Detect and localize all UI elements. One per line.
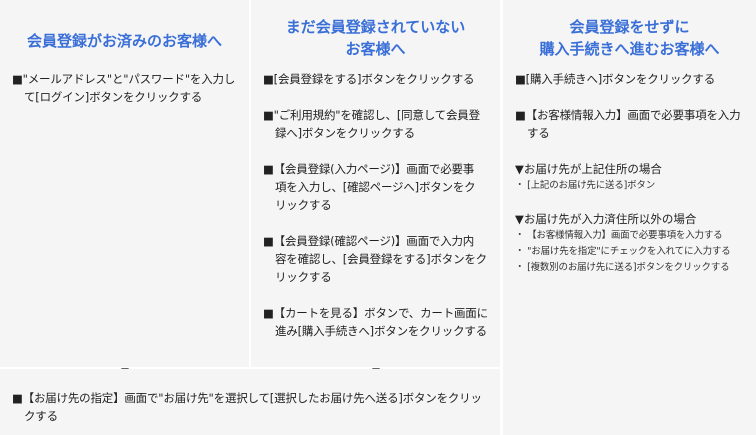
panel-not-registered: まだ会員登録されていない お客様へ ■[会員登録をする]ボタンをクリックする ■… bbox=[251, 0, 500, 367]
register-step-5: ■【カートを見る】ボタンで、カート画面に 進み[購入手続きへ]ボタンをクリックす… bbox=[263, 306, 488, 338]
register-step-3: ■【会員登録(入力ページ)】画面で必要事 項を入力し、[確認ページへ]ボタンをク… bbox=[263, 162, 476, 212]
case2-bullet-1: ・ 【お客様情報入力】画面で必要事項を入力する bbox=[515, 230, 723, 241]
panel-member: 会員登録がお済みのお客様へ ■"メールアドレス"と"パスワード"を入力し て[ロ… bbox=[0, 0, 249, 367]
guest-step-1: ■[購入手続きへ]ボタンをクリックする bbox=[515, 72, 716, 86]
register-step-2: ■"ご利用規約"を確認し、[同意して会員登 録へ]ボタンをクリックする bbox=[263, 108, 480, 140]
case1-heading: ▼お届け先が上記住所の場合 bbox=[515, 162, 662, 176]
case2-bullet-3: ・ [複数別のお届け先に送る]ボタンをクリックする bbox=[515, 262, 730, 273]
case2-heading: ▼お届け先が入力済住所以外の場合 bbox=[515, 212, 697, 226]
panel-member-title: 会員登録がお済みのお客様へ bbox=[26, 32, 222, 50]
member-step-1: ■"メールアドレス"と"パスワード"を入力し て[ログイン]ボタンをクリックする bbox=[12, 72, 236, 104]
panel-guest: 会員登録をせずに 購入手続きへ進むお客様へ ■[購入手続きへ]ボタンをクリックす… bbox=[503, 0, 756, 435]
panel-guest-title: 会員登録をせずに 購入手続きへ進むお客様へ bbox=[539, 18, 720, 58]
register-step-1: ■[会員登録をする]ボタンをクリックする bbox=[263, 72, 475, 86]
delivery-step: ■【お届け先の指定】画面で"お届け先"を選択して[選択したお届け先へ送る]ボタン… bbox=[12, 391, 482, 423]
case1-bullet-1: ・ [上記のお届け先に送る]ボタン bbox=[515, 180, 656, 191]
case2-bullet-2: ・ "お届け先を指定"にチェックを入れてに入力する bbox=[515, 246, 731, 257]
guest-step-2: ■【お客様情報入力】画面で必要事項を入力 する bbox=[515, 108, 741, 140]
panel-delivery: ■【お届け先の指定】画面で"お届け先"を選択して[選択したお届け先へ送る]ボタン… bbox=[0, 369, 500, 435]
panel-not-registered-title: まだ会員登録されていない お客様へ bbox=[285, 18, 466, 58]
register-step-4: ■【会員登録(確認ページ)】画面で入力内 容を確認し、[会員登録をする]ボタンを… bbox=[263, 234, 487, 284]
